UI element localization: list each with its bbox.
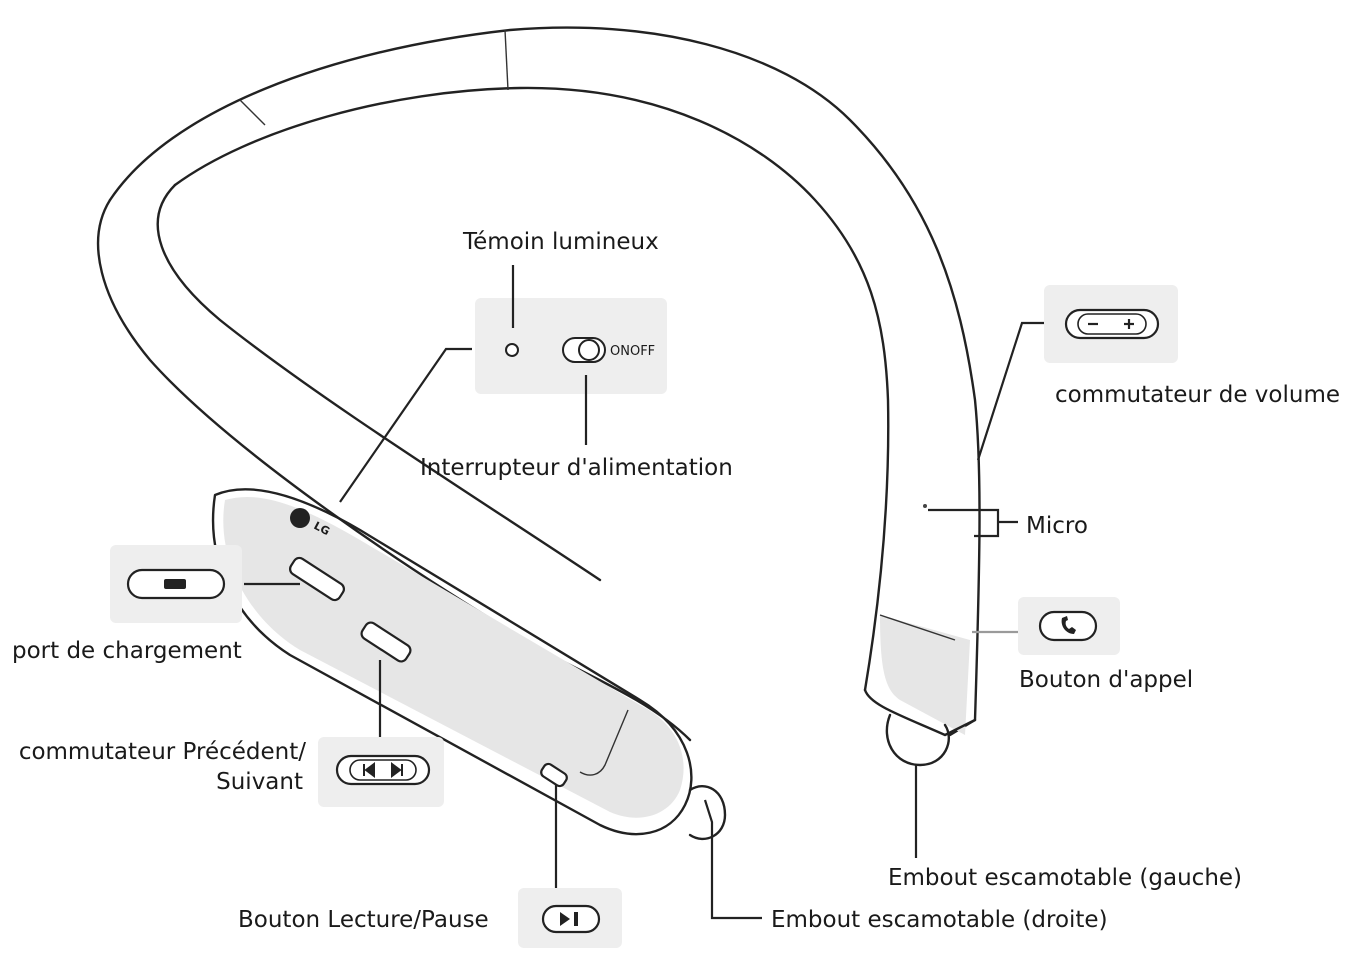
- label-earbud-left: Embout escamotable (gauche): [888, 865, 1242, 891]
- seam-1: [239, 99, 266, 126]
- play-pause-icon: [541, 904, 601, 934]
- play-pause-slot[interactable]: [539, 762, 568, 788]
- led-indicator-icon: [505, 343, 519, 357]
- left-housing: LG: [211, 488, 727, 841]
- label-power-switch: Interrupteur d'alimentation: [420, 455, 733, 481]
- right-housing: [863, 504, 977, 767]
- right-housing-outline: [863, 688, 977, 737]
- on-off-text: ONOFF: [610, 344, 655, 359]
- neckband-outer-edge: [108, 26, 981, 737]
- left-housing-seam: [579, 709, 629, 776]
- earbud-left-shape: [885, 713, 950, 767]
- charging-port-slot[interactable]: [288, 556, 346, 603]
- neckband: [97, 26, 981, 742]
- neckband-inner-edge: [173, 86, 890, 692]
- label-earbud-right: Embout escamotable (droite): [771, 907, 1108, 933]
- leader-earbud-right: [703, 799, 762, 920]
- label-charging-port: port de chargement: [12, 638, 242, 664]
- prev-next-slot[interactable]: [359, 620, 412, 663]
- seam-2: [504, 29, 509, 91]
- previous-next-track-icon: [335, 754, 431, 786]
- label-prev-next-line1: commutateur Précédent/: [19, 739, 306, 765]
- leader-volume: [976, 321, 1044, 461]
- left-housing-panel: [223, 496, 684, 818]
- neckband-left-front: [97, 198, 692, 742]
- volume-minus-plus-icon: [1064, 308, 1160, 340]
- neckband-left-back: [156, 183, 602, 582]
- label-play-pause: Bouton Lecture/Pause: [238, 907, 489, 933]
- label-microphone: Micro: [1026, 513, 1088, 539]
- power-slide-switch-icon: [562, 337, 606, 363]
- leader-led-to-band: [339, 347, 472, 503]
- leader-mic-bracket: [928, 508, 1000, 538]
- right-housing-panel: [880, 615, 970, 735]
- mic-hole: [923, 504, 927, 508]
- earbud-right-shape: [688, 785, 727, 841]
- lg-logo-mark: [290, 508, 310, 528]
- right-housing-seam: [879, 614, 956, 641]
- label-prev-next-line2: Suivant: [216, 769, 303, 795]
- label-indicator-light: Témoin lumineux: [462, 229, 659, 255]
- label-call-button: Bouton d'appel: [1019, 667, 1193, 693]
- phone-handset-icon: [1038, 610, 1098, 642]
- usb-charging-port-icon: [126, 568, 226, 600]
- label-volume-switch: commutateur de volume: [1055, 382, 1340, 408]
